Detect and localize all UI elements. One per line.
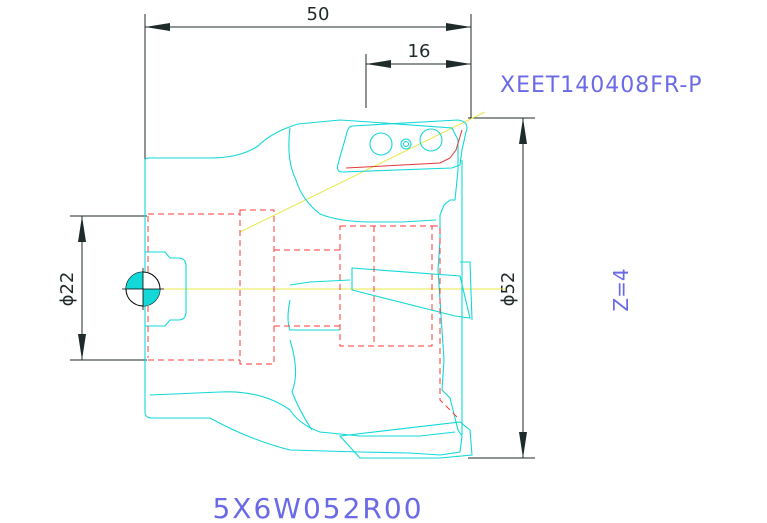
hidden-lines: [147, 209, 461, 421]
top-insert-edge: [345, 129, 463, 169]
hidden-right-profile: [432, 225, 461, 421]
lower-insert-seat-2: [460, 261, 473, 321]
hidden-inner-recess: [339, 225, 433, 347]
insert-screw-inner: [402, 140, 410, 148]
dim-length-label: 50: [307, 4, 330, 25]
part-number-label: 5X6W052R00: [212, 492, 423, 523]
center-mark-quadrant-1: [126, 272, 143, 289]
center-mark-quadrant-2: [143, 289, 160, 306]
top-insert: [336, 119, 468, 173]
dim-cutter-group: ϕ52: [468, 117, 535, 459]
bottom-insert: [338, 421, 473, 459]
dim-offset-group: 16: [365, 41, 471, 108]
body-lower-curve: [149, 391, 456, 437]
arrow-cutter-top: [519, 118, 527, 144]
chip-pocket-mid: [287, 299, 340, 331]
insert-hole-left: [369, 132, 393, 156]
yellow-construction-line: [239, 111, 486, 233]
insert-hole-right: [419, 128, 443, 152]
bore-keyway: [145, 251, 187, 327]
insert-screw-outer: [400, 138, 412, 150]
arrow-offset-left: [366, 60, 391, 68]
center-mark: [122, 268, 164, 310]
dim-length-group: 50: [144, 4, 472, 218]
hidden-counterbore: [239, 209, 275, 365]
dim-offset-label: 16: [408, 41, 431, 62]
dim-bore-group: ϕ22: [57, 215, 147, 361]
dim-bore-label: ϕ22: [57, 272, 78, 307]
chip-pocket-upper: [288, 127, 437, 223]
teeth-count-label: Z=4: [609, 268, 633, 311]
chip-pocket-lower: [289, 279, 351, 431]
arrow-offset-right: [446, 60, 471, 68]
dim-cutter-label: ϕ52: [498, 272, 519, 307]
body-main-outline: [144, 119, 463, 456]
arrow-right: [446, 23, 471, 31]
cutter-body-outline: [144, 119, 473, 459]
arrow-bore-top: [78, 216, 86, 242]
arrow-left: [145, 23, 170, 31]
arrow-bore-bottom: [78, 334, 86, 360]
insert-code-label: XEET140408FR-P: [500, 73, 703, 98]
lower-insert-seat: [351, 267, 471, 319]
arrow-cutter-bottom: [519, 432, 527, 458]
